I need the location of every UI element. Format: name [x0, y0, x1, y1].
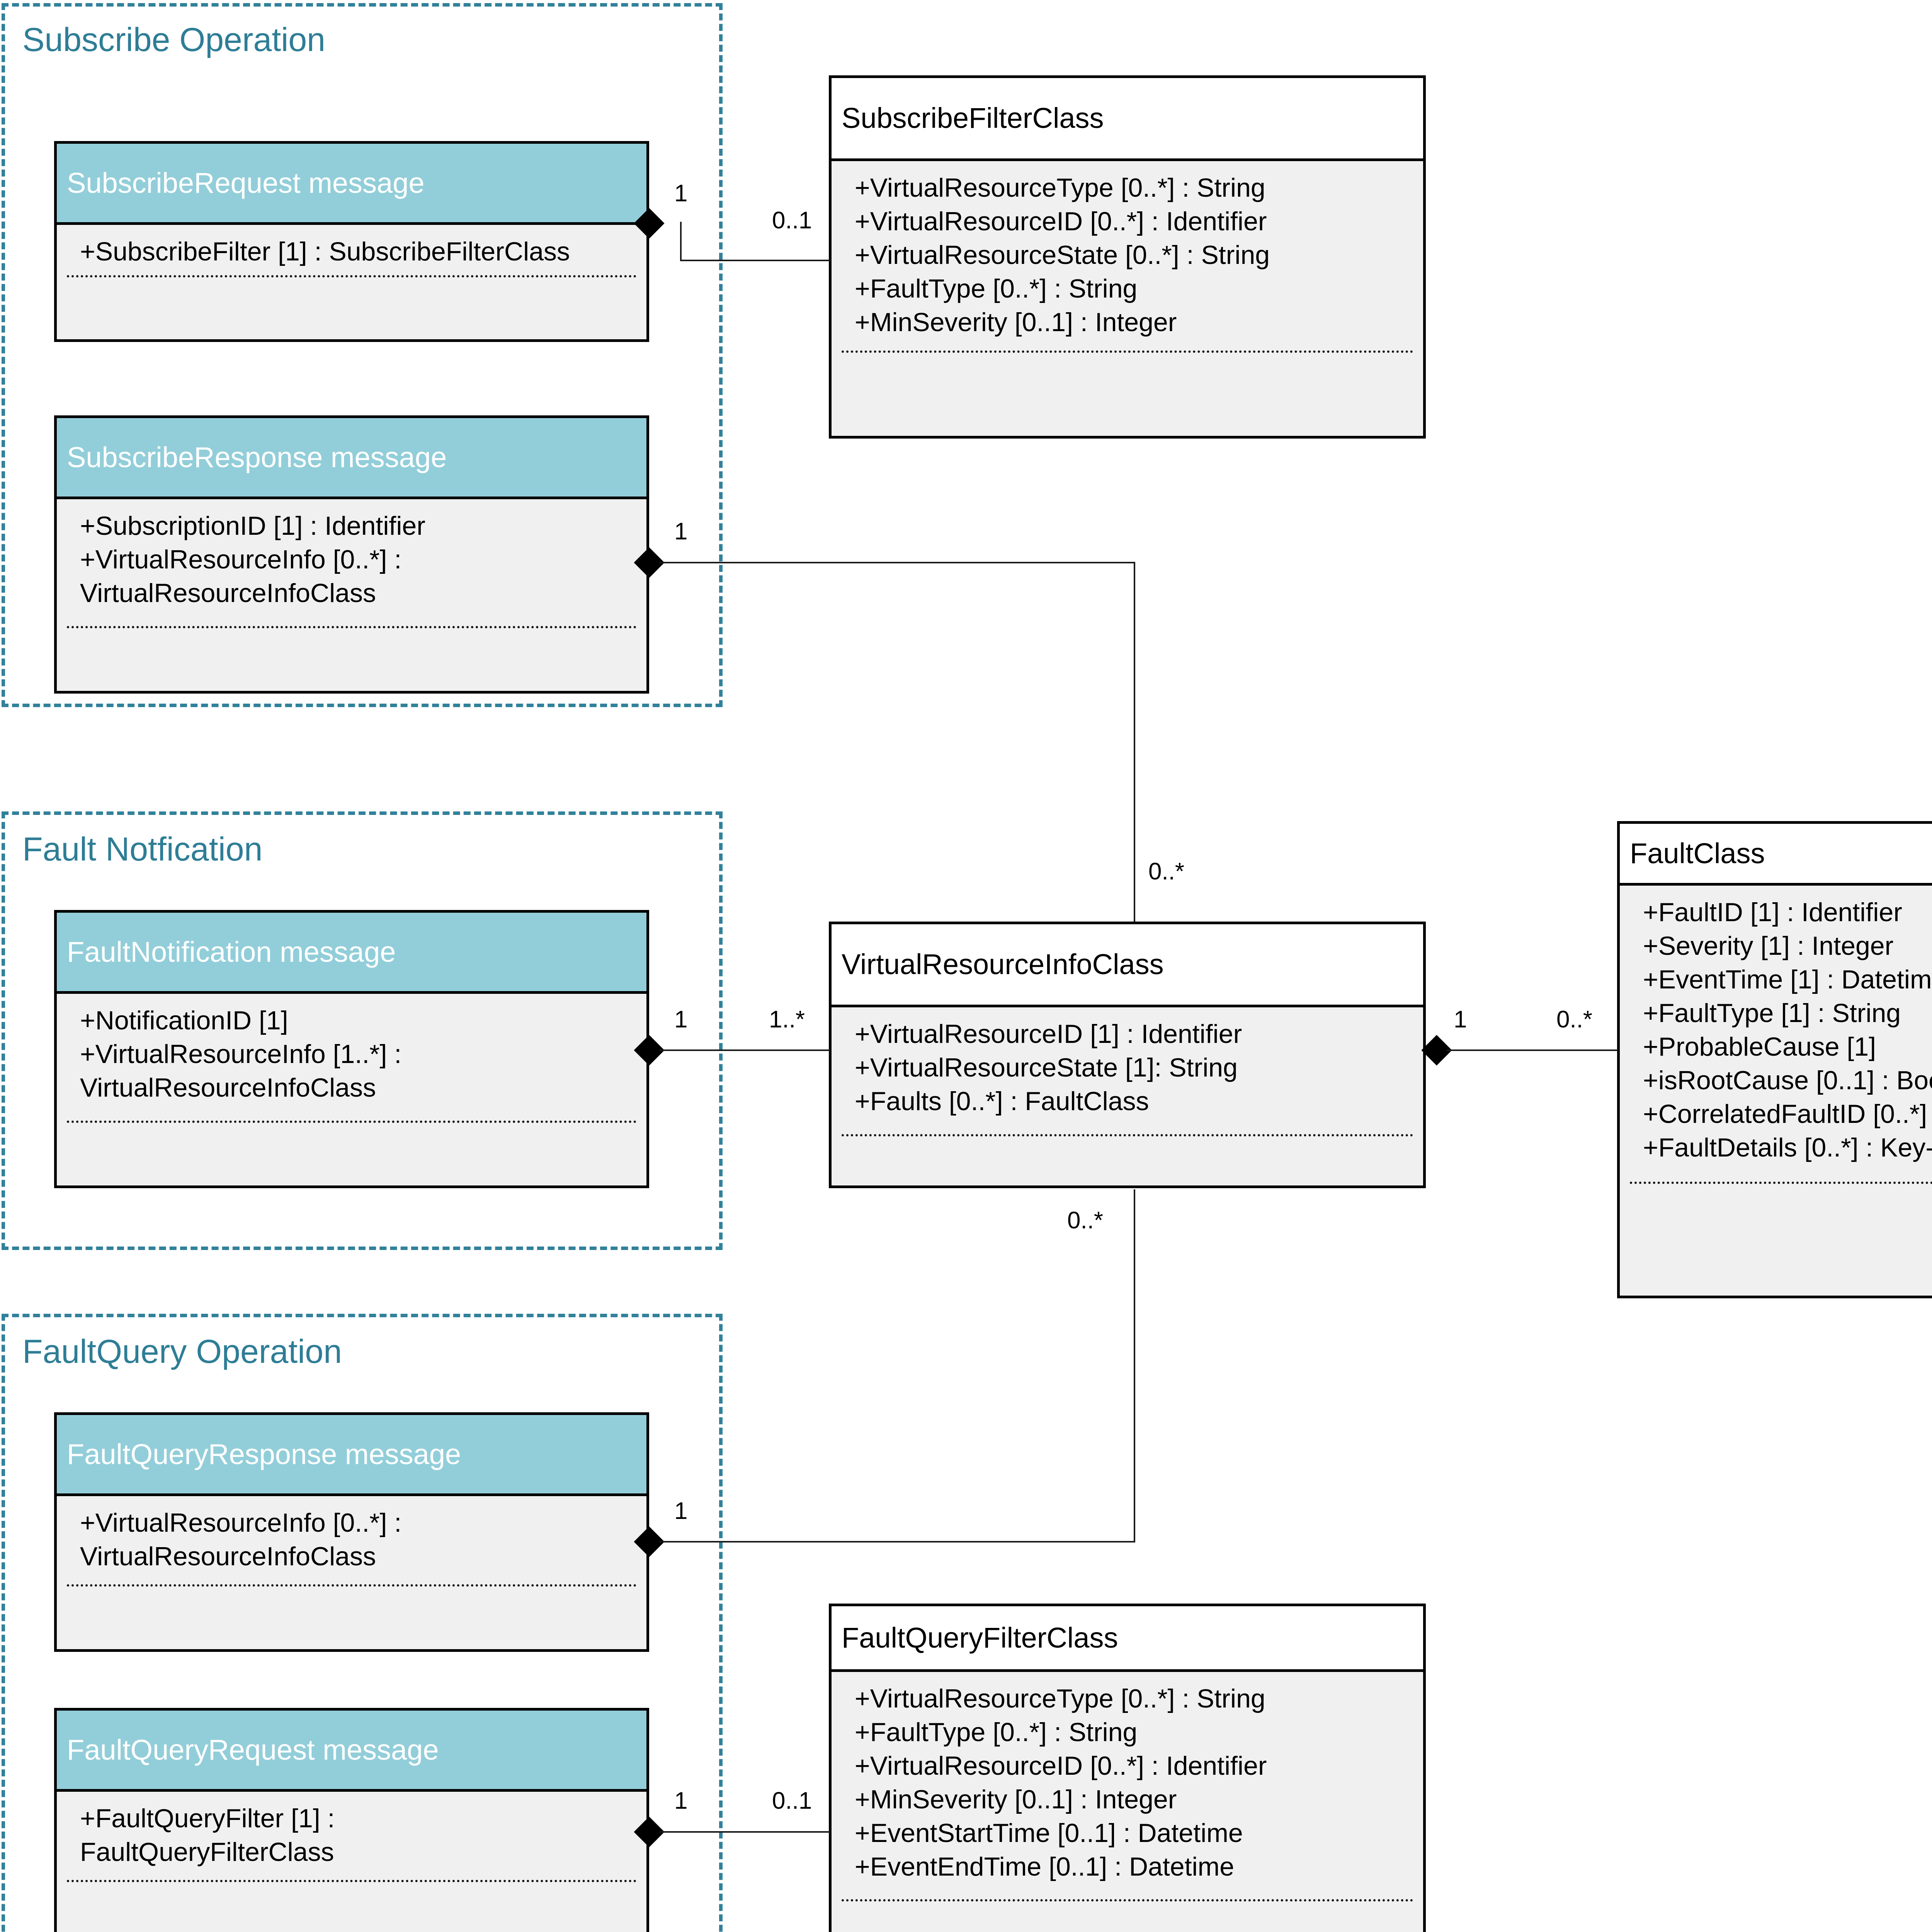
multiplicity-label: 0..*	[1148, 858, 1185, 885]
attribute-separator	[67, 275, 636, 277]
group-subscribe-operation	[2, 3, 723, 707]
attribute-row: +NotificationID [1]	[80, 1006, 288, 1035]
attribute-row: +ProbableCause [1]	[1643, 1032, 1876, 1062]
attribute-row: +EventStartTime [0..1] : Datetime	[855, 1818, 1243, 1848]
attribute-row: +VirtualResourceInfo [1..*] :	[80, 1039, 402, 1069]
box-body-subscribe-filter-class: +VirtualResourceType [0..*] : String +Vi…	[832, 161, 1423, 436]
attribute-row: +MinSeverity [0..1] : Integer	[855, 308, 1177, 337]
box-title-subscribe-filter-class: SubscribeFilterClass	[832, 78, 1423, 161]
attribute-row: +VirtualResourceInfo [0..*] :	[80, 1508, 402, 1537]
attribute-separator	[842, 1134, 1413, 1136]
attribute-row: +FaultQueryFilter [1] :	[80, 1804, 335, 1833]
attribute-row: VirtualResourceInfoClass	[80, 578, 376, 608]
box-fault-query-response: FaultQueryResponse message +VirtualResou…	[54, 1412, 649, 1652]
attribute-separator	[67, 626, 636, 628]
attribute-row: +FaultType [0..*] : String	[855, 1718, 1138, 1747]
attribute-row: +FaultID [1] : Identifier	[1643, 898, 1902, 927]
attribute-row: +VirtualResourceID [0..*] : Identifier	[855, 1751, 1267, 1781]
attribute-separator	[67, 1584, 636, 1587]
attribute-row: +VirtualResourceType [0..*] : String	[855, 173, 1265, 202]
connector-segment	[1447, 1049, 1619, 1051]
connector-segment	[659, 562, 1135, 563]
multiplicity-label: 1	[674, 518, 688, 545]
attribute-row: +SubscribeFilter [1] : SubscribeFilterCl…	[80, 237, 570, 266]
attribute-row: VirtualResourceInfoClass	[80, 1542, 376, 1571]
connector-segment	[1134, 1189, 1135, 1542]
attribute-row: FaultQueryFilterClass	[80, 1837, 334, 1867]
attribute-separator	[67, 1121, 636, 1123]
attribute-separator	[67, 1880, 636, 1882]
box-body-fault-notification: +NotificationID [1] +VirtualResourceInfo…	[57, 994, 646, 1185]
attribute-row: +EventTime [1] : Datetime	[1643, 965, 1932, 995]
box-body-virtual-resource-info-class: +VirtualResourceID [1] : Identifier +Vir…	[832, 1007, 1423, 1185]
multiplicity-label: 0..1	[772, 1787, 812, 1814]
box-subscribe-request: SubscribeRequest message +SubscribeFilte…	[54, 141, 649, 342]
attribute-row: +SubscriptionID [1] : Identifier	[80, 511, 425, 541]
box-title-subscribe-request: SubscribeRequest message	[57, 144, 646, 225]
group-title-fault-query-operation: FaultQuery Operation	[22, 1333, 342, 1370]
group-title-fault-notification: Fault Notfication	[22, 831, 263, 868]
multiplicity-label: 1	[674, 180, 688, 207]
box-body-fault-query-request: +FaultQueryFilter [1] : FaultQueryFilter…	[57, 1792, 646, 1932]
box-fault-notification: FaultNotification message +NotificationI…	[54, 910, 649, 1188]
attribute-row: +FaultType [1] : String	[1643, 998, 1901, 1028]
multiplicity-label: 1	[674, 1498, 688, 1524]
multiplicity-label: 1	[674, 1787, 688, 1814]
group-fault-notification	[2, 811, 723, 1250]
multiplicity-label: 1..*	[769, 1006, 805, 1033]
attribute-row: +VirtualResourceType [0..*] : String	[855, 1684, 1265, 1713]
multiplicity-label: 0..*	[1556, 1006, 1593, 1033]
box-fault-query-request: FaultQueryRequest message +FaultQueryFil…	[54, 1708, 649, 1932]
box-body-subscribe-request: +SubscribeFilter [1] : SubscribeFilterCl…	[57, 225, 646, 339]
attribute-separator	[842, 1899, 1413, 1901]
attribute-row: +VirtualResourceID [0..*] : Identifier	[855, 207, 1267, 236]
box-title-fault-query-response: FaultQueryResponse message	[57, 1415, 646, 1496]
attribute-row: +FaultType [0..*] : String	[855, 274, 1138, 304]
connector-segment	[659, 1541, 1135, 1543]
connector-segment	[659, 1831, 830, 1833]
multiplicity-label: 1	[1454, 1006, 1467, 1033]
multiplicity-label: 1	[674, 1006, 688, 1033]
attribute-row: +CorrelatedFaultID [0..*] : Identifier	[1643, 1099, 1927, 1129]
box-body-fault-query-filter-class: +VirtualResourceType [0..*] : String +Fa…	[832, 1672, 1423, 1932]
attribute-separator	[842, 350, 1413, 353]
box-subscribe-response: SubscribeResponse message +SubscriptionI…	[54, 415, 649, 694]
multiplicity-label: 0..*	[1067, 1207, 1104, 1234]
attribute-row: +Severity [1] : Integer	[1643, 931, 1894, 961]
box-virtual-resource-info-class: VirtualResourceInfoClass +VirtualResourc…	[829, 922, 1426, 1188]
box-title-fault-class: FaultClass	[1620, 824, 1932, 886]
attribute-row: +VirtualResourceState [0..*] : String	[855, 240, 1270, 270]
attribute-row: +VirtualResourceState [1]: String	[855, 1053, 1238, 1083]
box-body-fault-query-response: +VirtualResourceInfo [0..*] : VirtualRes…	[57, 1496, 646, 1649]
box-title-fault-notification: FaultNotification message	[57, 913, 646, 994]
attribute-row: +MinSeverity [0..1] : Integer	[855, 1785, 1177, 1815]
attribute-row: VirtualResourceInfoClass	[80, 1073, 376, 1103]
box-body-fault-class: +FaultID [1] : Identifier +Severity [1] …	[1620, 886, 1932, 1296]
box-title-fault-query-request: FaultQueryRequest message	[57, 1711, 646, 1792]
box-title-fault-query-filter-class: FaultQueryFilterClass	[832, 1606, 1423, 1672]
attribute-row: +VirtualResourceID [1] : Identifier	[855, 1019, 1242, 1049]
connector-segment	[659, 1049, 830, 1051]
attribute-separator	[1630, 1182, 1932, 1184]
connector-segment	[680, 260, 831, 261]
group-fault-query-operation	[2, 1314, 723, 1932]
attribute-row: +Faults [0..*] : FaultClass	[855, 1087, 1149, 1116]
box-subscribe-filter-class: SubscribeFilterClass +VirtualResourceTyp…	[829, 75, 1426, 439]
attribute-row: +EventEndTime [0..1] : Datetime	[855, 1852, 1235, 1882]
attribute-row: +VirtualResourceInfo [0..*] :	[80, 545, 402, 575]
box-title-subscribe-response: SubscribeResponse message	[57, 418, 646, 499]
box-fault-class: FaultClass +FaultID [1] : Identifier +Se…	[1617, 821, 1932, 1298]
attribute-row: +isRootCause [0..1] : Boolean	[1643, 1066, 1932, 1095]
box-title-virtual-resource-info-class: VirtualResourceInfoClass	[832, 924, 1423, 1007]
box-body-subscribe-response: +SubscriptionID [1] : Identifier +Virtua…	[57, 499, 646, 691]
group-title-subscribe-operation: Subscribe Operation	[22, 21, 325, 58]
multiplicity-label: 0..1	[772, 207, 812, 234]
attribute-row: +FaultDetails [0..*] : Key-Value pairs	[1643, 1133, 1932, 1163]
connector-segment	[680, 222, 682, 260]
box-fault-query-filter-class: FaultQueryFilterClass +VirtualResourceTy…	[829, 1604, 1426, 1932]
connector-segment	[1134, 562, 1135, 922]
